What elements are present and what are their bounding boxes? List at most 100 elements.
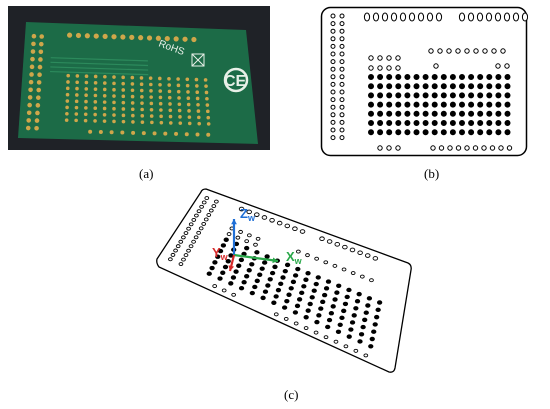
pad: [176, 83, 181, 88]
filled-hole: [504, 74, 511, 80]
open-hole: [350, 271, 356, 276]
filled-hole: [477, 74, 484, 80]
filled-hole: [413, 120, 420, 126]
filled-hole: [495, 129, 502, 136]
pad: [195, 96, 200, 101]
filled-hole: [341, 308, 347, 314]
open-hole: [386, 65, 392, 71]
filled-hole: [356, 291, 362, 297]
pad: [139, 76, 144, 80]
header-pad: [381, 12, 389, 22]
filled-hole: [440, 74, 447, 80]
open-hole: [247, 233, 252, 238]
pad: [66, 73, 70, 78]
pad: [35, 95, 41, 100]
pad: [140, 107, 144, 112]
pcb-photo-drawing: RoHS CE: [8, 6, 270, 150]
open-hole: [323, 335, 329, 340]
filled-hole: [217, 276, 223, 281]
pad: [29, 72, 34, 77]
pad: [182, 36, 188, 42]
filled-hole: [368, 110, 374, 117]
open-hole: [339, 43, 345, 49]
filled-hole: [225, 259, 231, 264]
bin-icon: [191, 53, 205, 67]
pad: [75, 74, 80, 78]
filled-hole: [486, 74, 493, 80]
open-hole: [330, 43, 336, 49]
open-hole: [353, 348, 359, 353]
filled-hole: [395, 110, 402, 117]
open-hole: [168, 257, 173, 262]
caption-b: (b): [424, 166, 440, 181]
open-hole: [330, 74, 336, 80]
open-hole: [226, 232, 232, 237]
filled-hole: [323, 286, 330, 291]
pad: [121, 107, 126, 111]
pad: [195, 90, 200, 94]
filled-hole: [368, 74, 374, 80]
pad: [167, 95, 172, 100]
open-hole: [330, 66, 336, 72]
open-hole: [357, 250, 363, 256]
open-hole: [339, 81, 345, 87]
filled-hole: [368, 120, 374, 126]
filled-hole: [440, 83, 447, 90]
pad: [176, 77, 180, 81]
open-hole: [303, 326, 309, 331]
pad: [129, 34, 135, 40]
pad: [37, 72, 42, 78]
filled-hole: [377, 129, 384, 136]
filled-hole: [284, 262, 291, 268]
pad: [102, 33, 108, 40]
pad: [93, 100, 98, 104]
filled-hole: [440, 101, 447, 108]
pad: [167, 76, 171, 81]
header-pad: [458, 12, 466, 22]
pad: [186, 90, 190, 94]
filled-hole: [431, 74, 438, 80]
filled-hole: [238, 257, 245, 263]
filled-hole: [431, 92, 438, 99]
filled-hole: [336, 283, 342, 288]
pad: [84, 80, 89, 85]
filled-hole: [286, 292, 292, 297]
open-hole: [333, 339, 339, 344]
filled-hole: [459, 120, 465, 126]
filled-hole: [459, 110, 465, 117]
filled-hole: [413, 101, 420, 108]
open-hole: [330, 97, 336, 103]
pad: [102, 106, 107, 111]
filled-hole: [228, 281, 234, 286]
pad: [84, 106, 88, 110]
filled-hole: [386, 83, 393, 90]
x-axis-label: Xw: [286, 249, 303, 266]
pad: [148, 76, 153, 80]
pad: [159, 114, 163, 119]
pad: [29, 64, 35, 70]
open-hole: [221, 288, 227, 293]
pad: [74, 118, 78, 123]
open-hole: [446, 48, 452, 54]
open-hole: [377, 145, 383, 151]
open-hole: [178, 262, 184, 267]
pad: [121, 113, 126, 118]
open-hole: [196, 230, 202, 235]
open-hole: [186, 226, 191, 231]
open-hole: [201, 200, 207, 205]
open-hole: [339, 119, 345, 125]
filled-hole: [311, 288, 317, 293]
pad: [140, 101, 144, 105]
trace: [50, 61, 149, 67]
filled-hole: [314, 319, 320, 325]
filled-hole: [246, 268, 252, 273]
pad: [155, 35, 161, 41]
open-hole: [341, 267, 347, 272]
pad: [38, 41, 44, 47]
pad: [204, 90, 209, 95]
filled-hole: [422, 101, 429, 108]
open-hole: [433, 63, 439, 69]
filled-hole: [477, 110, 484, 117]
pad: [163, 131, 168, 136]
filled-hole: [328, 311, 335, 316]
